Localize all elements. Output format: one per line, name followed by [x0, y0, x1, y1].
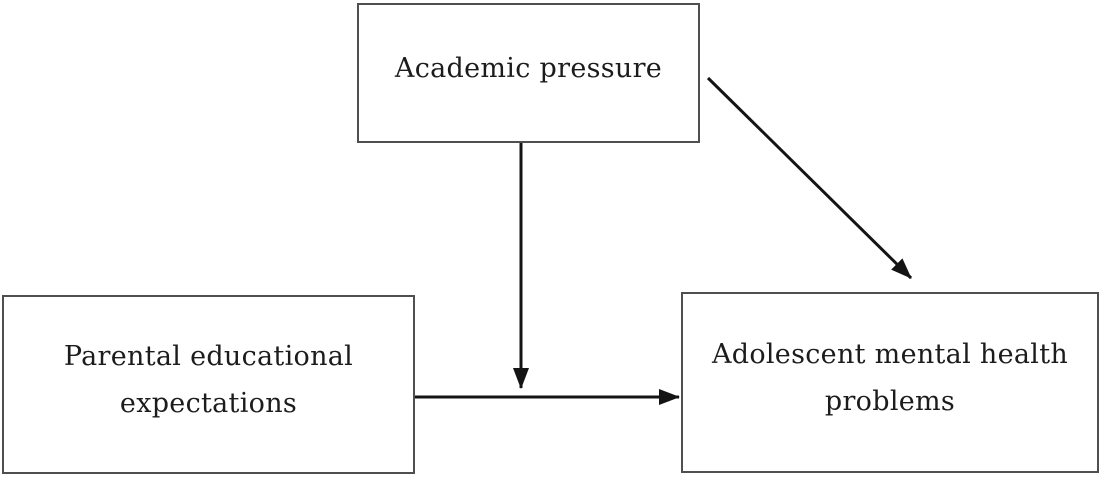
node-label: Parental educational expectations	[64, 333, 353, 427]
node-label-line: problems	[824, 385, 956, 417]
node-label-line: Adolescent mental health	[711, 338, 1069, 370]
node-label-line: Academic pressure	[394, 52, 663, 84]
node-label: Academic pressure	[395, 45, 662, 92]
node-label-line: Parental educational	[63, 340, 354, 372]
node-label: Adolescent mental health problems	[712, 331, 1068, 425]
node-academic-pressure: Academic pressure	[357, 3, 700, 143]
node-parental-educational-expectations: Parental educational expectations	[2, 295, 415, 474]
node-label-line: expectations	[119, 387, 298, 419]
node-adolescent-mental-health-problems: Adolescent mental health problems	[681, 292, 1099, 473]
arrow-academic-to-adolescent	[706, 76, 913, 280]
